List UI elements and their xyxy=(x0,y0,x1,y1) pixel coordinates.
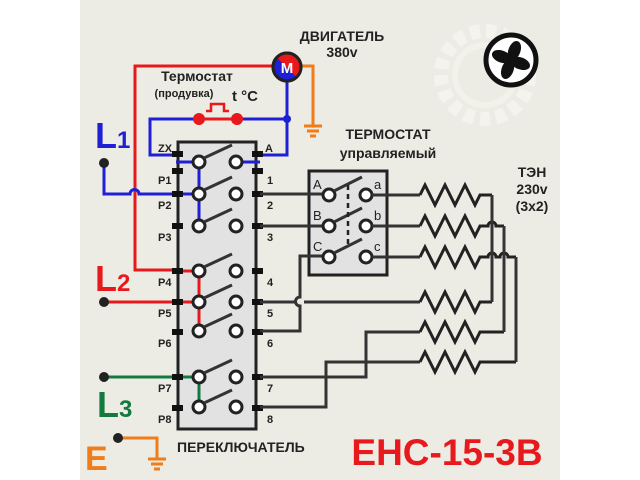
thermostat-controlled-contacts xyxy=(321,175,374,265)
switch-pole xyxy=(191,252,244,279)
terminal-label-right: 5 xyxy=(267,308,273,320)
terminal-label-right: 2 xyxy=(267,200,273,212)
heater-count: (3x2) xyxy=(516,198,549,214)
switch-terminals-right xyxy=(252,151,263,411)
earth-terminal-dot[interactable] xyxy=(113,433,123,443)
l1-terminal-dot[interactable] xyxy=(99,158,109,168)
phase-l3-letter: L xyxy=(97,384,119,425)
thermostat-blow-symbol: t °C xyxy=(232,88,258,105)
heater-resistor xyxy=(418,212,504,240)
thermostat-contact-label: C xyxy=(313,239,322,254)
heater-elements xyxy=(418,181,516,376)
terminal-label-right: 4 xyxy=(267,277,274,289)
switch-terminals-left xyxy=(172,151,183,411)
switch-pole xyxy=(191,388,244,415)
fan-icon xyxy=(483,32,539,88)
phase-l3-index: 3 xyxy=(119,396,132,423)
thermostat-contact-label: B xyxy=(313,208,322,223)
earth-label: E xyxy=(85,440,108,478)
thermostat-contact-label: A xyxy=(313,177,322,192)
motor-symbol: M xyxy=(281,60,294,77)
thermostat-blow-bimetal xyxy=(206,102,229,113)
motor-voltage: 380v xyxy=(326,44,357,60)
switch-pole xyxy=(191,283,244,310)
terminal-label-left: P7 xyxy=(158,383,171,395)
heater-resistor xyxy=(418,181,492,209)
motor-earth-wire xyxy=(298,64,315,125)
switch-contacts xyxy=(191,143,244,415)
motor-icon: M xyxy=(271,51,303,83)
terminal-label-left: P6 xyxy=(158,338,171,350)
switch-pole xyxy=(191,143,244,170)
heater-resistor xyxy=(418,288,492,316)
thermostat-blow-title: Термостат xyxy=(161,68,233,84)
thermostat-contact-label: a xyxy=(374,177,382,192)
terminal-label-left: P4 xyxy=(158,277,172,289)
phase-l1-letter: L xyxy=(95,115,117,156)
terminal-label-left: P8 xyxy=(158,414,171,426)
switch-body xyxy=(176,140,258,431)
terminal-label-left: ZX xyxy=(158,143,173,155)
terminal-label-right: 3 xyxy=(267,232,273,244)
model-title: ЕНС-15-3В xyxy=(351,432,542,473)
l2-terminal-dot[interactable] xyxy=(99,297,109,307)
terminal-label-left: P5 xyxy=(158,308,171,320)
heater-voltage: 230v xyxy=(516,181,547,197)
heater-resistor xyxy=(418,243,516,271)
phase-l1-index: 1 xyxy=(117,127,130,154)
switch-pole xyxy=(191,358,244,385)
terminal-label-right: 6 xyxy=(267,338,273,350)
thermostat-blow-node-left xyxy=(193,113,205,125)
terminal-label-right: A xyxy=(265,143,273,155)
thermostat-controlled-title: ТЕРМОСТАТ xyxy=(346,126,431,142)
terminal-label-left: P1 xyxy=(158,175,171,187)
l3-terminal-dot[interactable] xyxy=(99,372,109,382)
heater-resistor xyxy=(418,318,504,346)
l2-motor-wire xyxy=(133,64,275,272)
motor-title: ДВИГАТЕЛЬ xyxy=(300,28,384,44)
terminal-label-right: 8 xyxy=(267,414,273,426)
terminal-label-left: P3 xyxy=(158,232,171,244)
thermostat-contact-label: c xyxy=(374,239,381,254)
thermostat-blow-node-right xyxy=(231,113,243,125)
thermostat-controlled-subtitle: управляемый xyxy=(340,145,437,161)
switch-pole xyxy=(191,312,244,339)
phase-l2-letter: L xyxy=(95,258,117,299)
l1-input-wire xyxy=(102,163,176,196)
heater-title: ТЭН xyxy=(518,164,547,180)
earth-symbol xyxy=(148,457,166,471)
wire-8-heater xyxy=(260,360,420,409)
terminal-label-right: 1 xyxy=(267,175,273,187)
phase-l2-index: 2 xyxy=(117,270,130,297)
heater-resistor xyxy=(418,348,516,376)
wire-7-heater xyxy=(260,330,420,379)
motor-l1-wire xyxy=(260,79,289,157)
switch-label: ПЕРЕКЛЮЧАТЕЛЬ xyxy=(177,439,305,455)
switch-pole xyxy=(191,175,244,202)
thermostat-contact-label: b xyxy=(374,208,381,223)
earth-symbol-motor xyxy=(304,124,322,138)
switch-pole xyxy=(191,207,244,234)
terminal-label-right: 7 xyxy=(267,383,273,395)
thermostat-blow-subtitle: (продувка) xyxy=(155,88,214,100)
terminal-label-left: P2 xyxy=(158,200,171,212)
earth-wire xyxy=(119,436,159,458)
thermostat-blow-left-wire xyxy=(148,117,199,157)
